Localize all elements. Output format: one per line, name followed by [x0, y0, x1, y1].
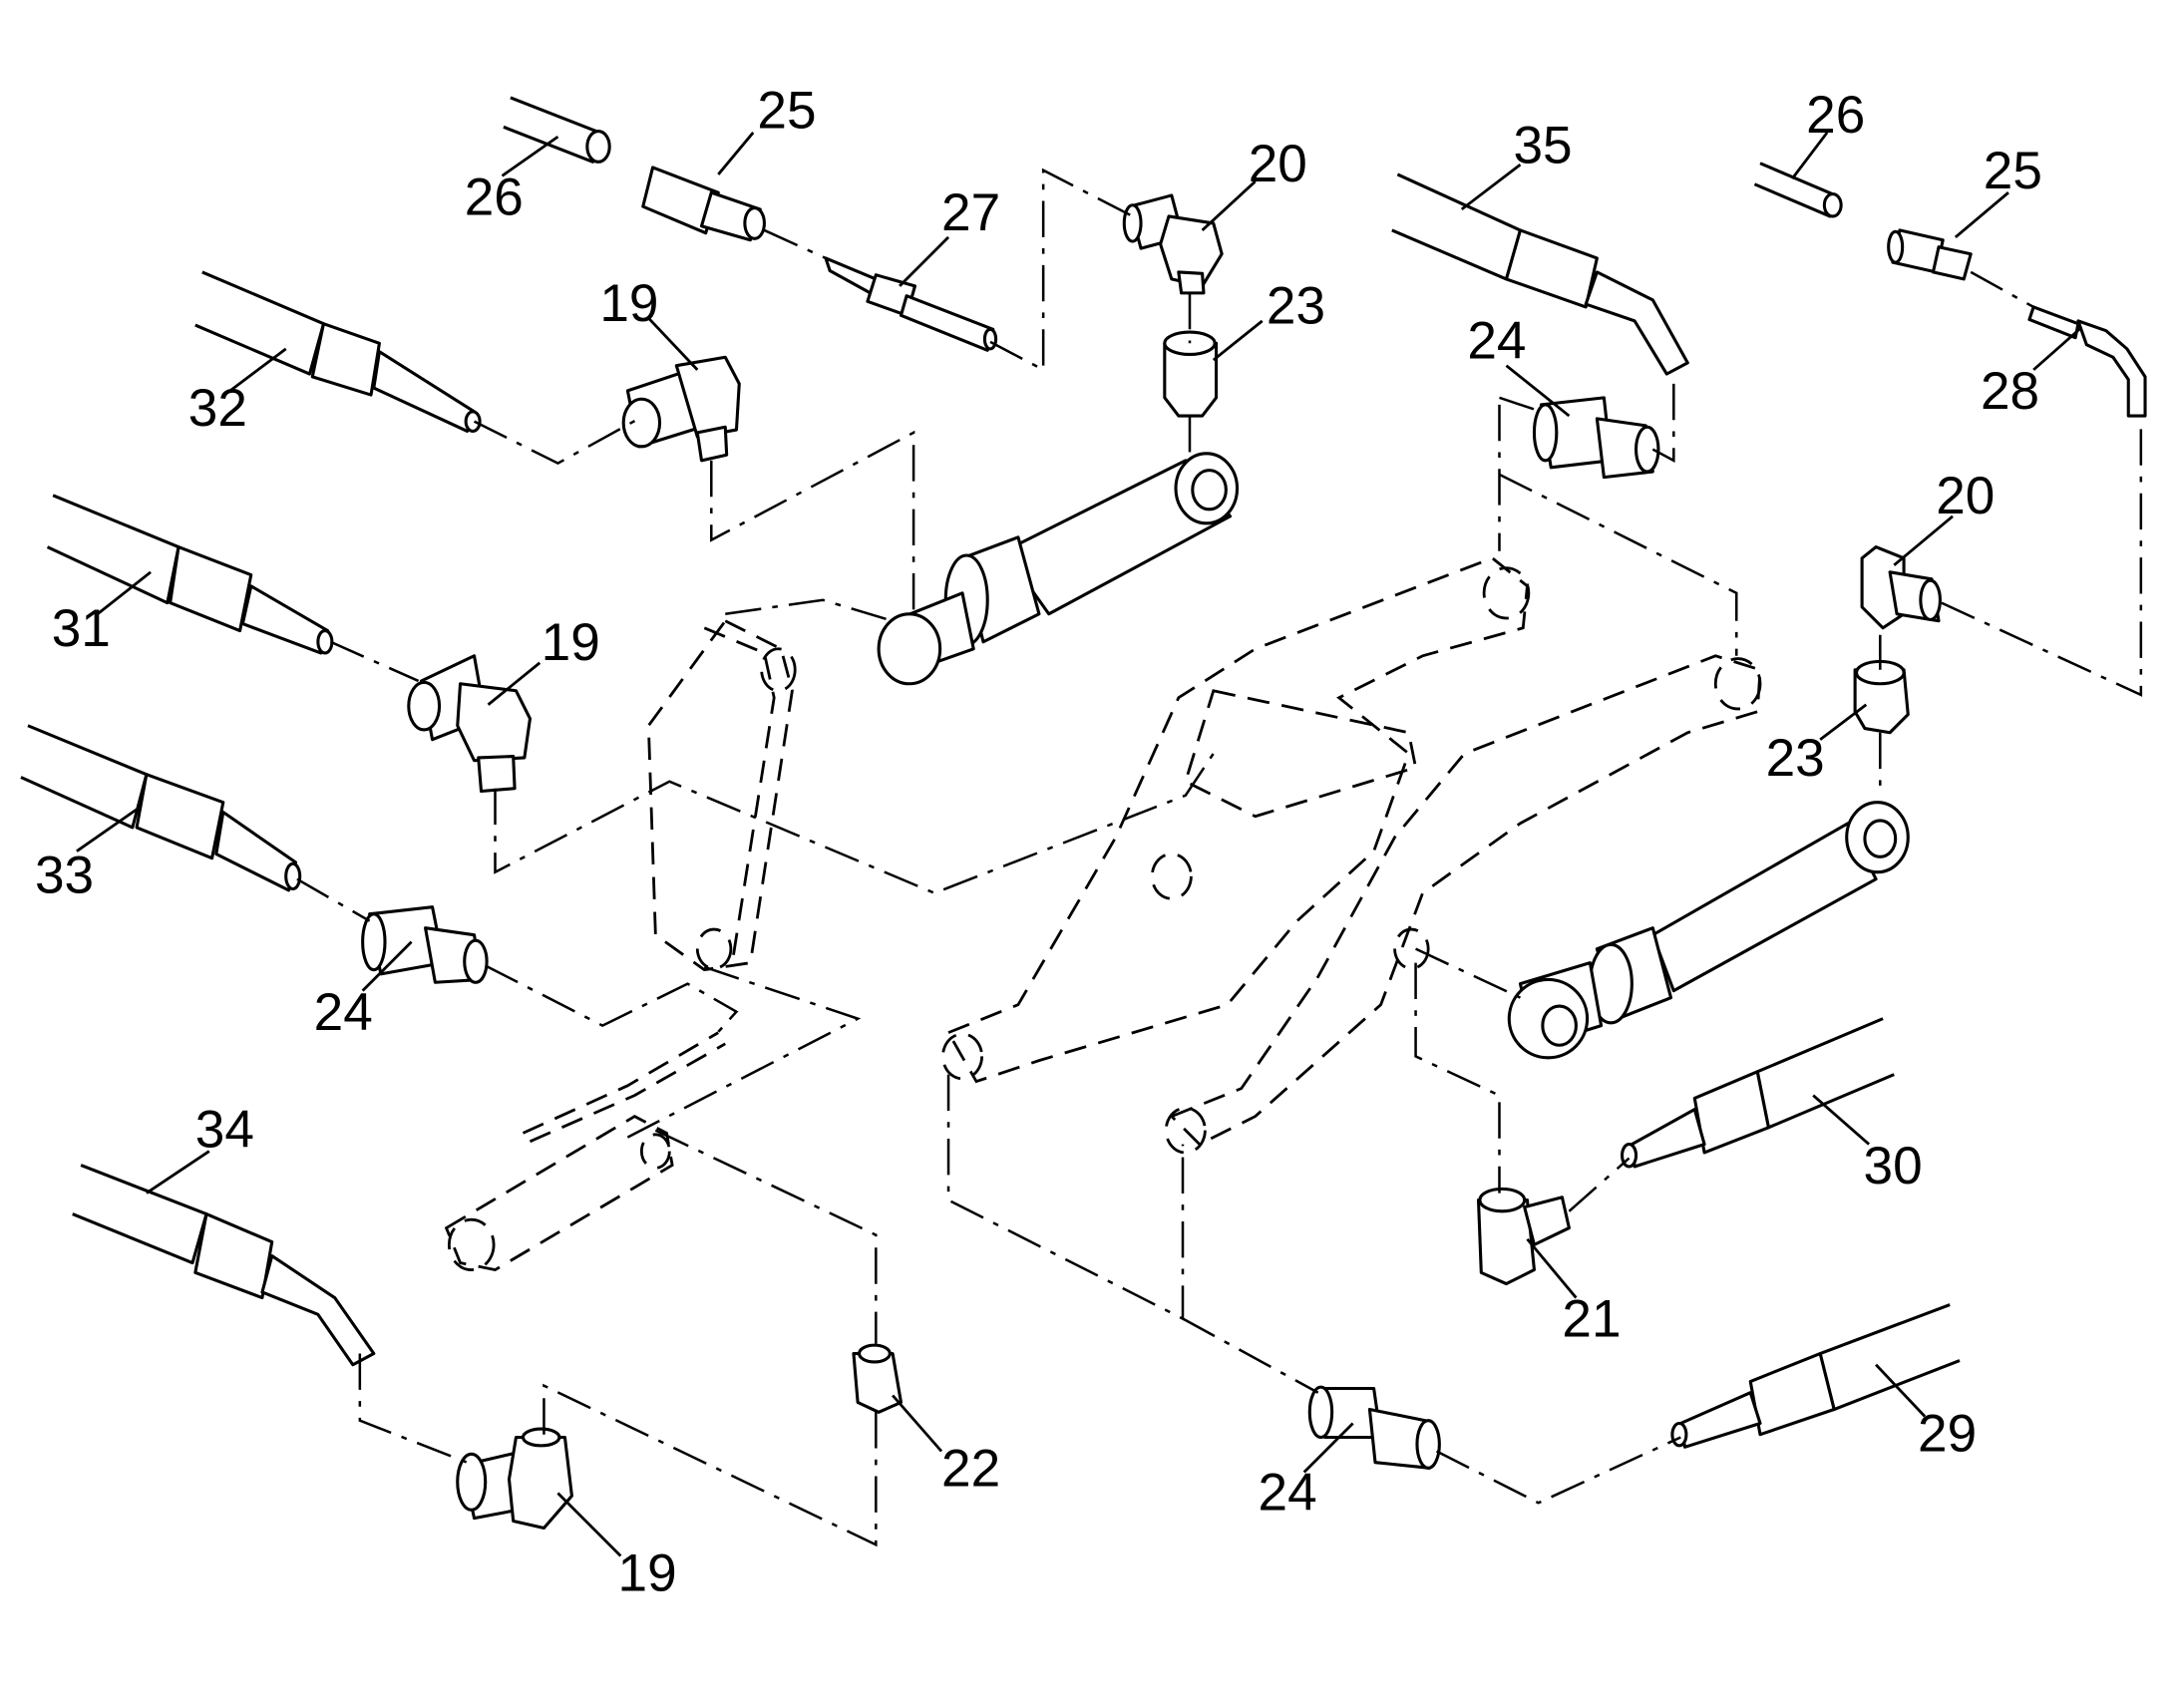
- callout-21: 21: [1562, 1290, 1621, 1349]
- callout-25-left: 25: [757, 82, 816, 141]
- fitting-25-left: [641, 166, 766, 242]
- hose-35: [1391, 172, 1689, 376]
- callout-31: 31: [52, 599, 111, 658]
- loader-frame-outline: [941, 556, 1762, 1155]
- callout-32: 32: [188, 379, 247, 438]
- callout-24-bottom: 24: [1259, 1463, 1317, 1522]
- callout-19-middle: 19: [542, 613, 600, 672]
- hose-34: [72, 1164, 376, 1367]
- elbow-fitting-19-lower: [456, 1427, 573, 1531]
- callout-27: 27: [941, 183, 1000, 242]
- hose-26-right: [1753, 162, 1843, 218]
- hose-29: [1670, 1303, 1961, 1449]
- fitting-23-right: [1853, 659, 1910, 735]
- hydraulic-cylinder-lower: [1507, 801, 1910, 1060]
- tube-end-28: [2027, 305, 2147, 418]
- callout-33: 33: [35, 847, 94, 905]
- union-fitting-24-bottom: [1307, 1385, 1441, 1470]
- union-fitting-24-left: [361, 905, 489, 984]
- hose-33: [20, 724, 302, 892]
- tube-end-27: [824, 256, 998, 352]
- hydraulic-cylinder-upper: [877, 452, 1240, 686]
- elbow-fitting-19-upper: [621, 355, 741, 463]
- callout-26-left: 26: [465, 169, 524, 227]
- union-fitting-24-top: [1532, 396, 1660, 480]
- elbow-fitting-20-top: [1122, 193, 1224, 295]
- tube-link-outline: [444, 1031, 726, 1272]
- callout-22: 22: [941, 1439, 1000, 1498]
- assembly-centerlines: [296, 168, 2143, 1547]
- callout-35: 35: [1513, 117, 1572, 175]
- callout-20-right: 20: [1936, 467, 1995, 525]
- callout-34: 34: [195, 1100, 254, 1159]
- callout-20-top: 20: [1249, 135, 1307, 193]
- hose-31: [46, 494, 334, 655]
- callout-26-right: 26: [1806, 86, 1865, 145]
- callout-30: 30: [1864, 1137, 1923, 1196]
- callout-labels: 26 25 27 20 23 19 32 31 19 33 24 34 19 2…: [35, 82, 2042, 1603]
- elbow-fitting-19-middle: [407, 654, 533, 794]
- callout-19-upper: 19: [599, 274, 658, 333]
- hose-32: [194, 270, 482, 433]
- fitting-23-center: [1163, 330, 1219, 418]
- callout-24-top: 24: [1467, 312, 1526, 371]
- callout-29: 29: [1918, 1404, 1977, 1463]
- callout-28: 28: [1981, 362, 2039, 421]
- hose-30: [1621, 1017, 1895, 1169]
- fitting-22: [852, 1343, 904, 1414]
- callout-23-top: 23: [1267, 277, 1325, 336]
- fitting-25-right: [1887, 228, 1973, 281]
- elbow-fitting-20-right: [1860, 545, 1942, 630]
- callout-19-lower: 19: [618, 1543, 677, 1602]
- leader-lines: [76, 132, 2082, 1557]
- callout-24-left: 24: [314, 983, 373, 1042]
- callout-23-right: 23: [1766, 729, 1825, 788]
- loader-arm-left-outline: [646, 619, 797, 972]
- callout-25-right: 25: [1984, 142, 2042, 200]
- hose-26-left: [503, 96, 611, 164]
- tee-fitting-21: [1476, 1187, 1571, 1286]
